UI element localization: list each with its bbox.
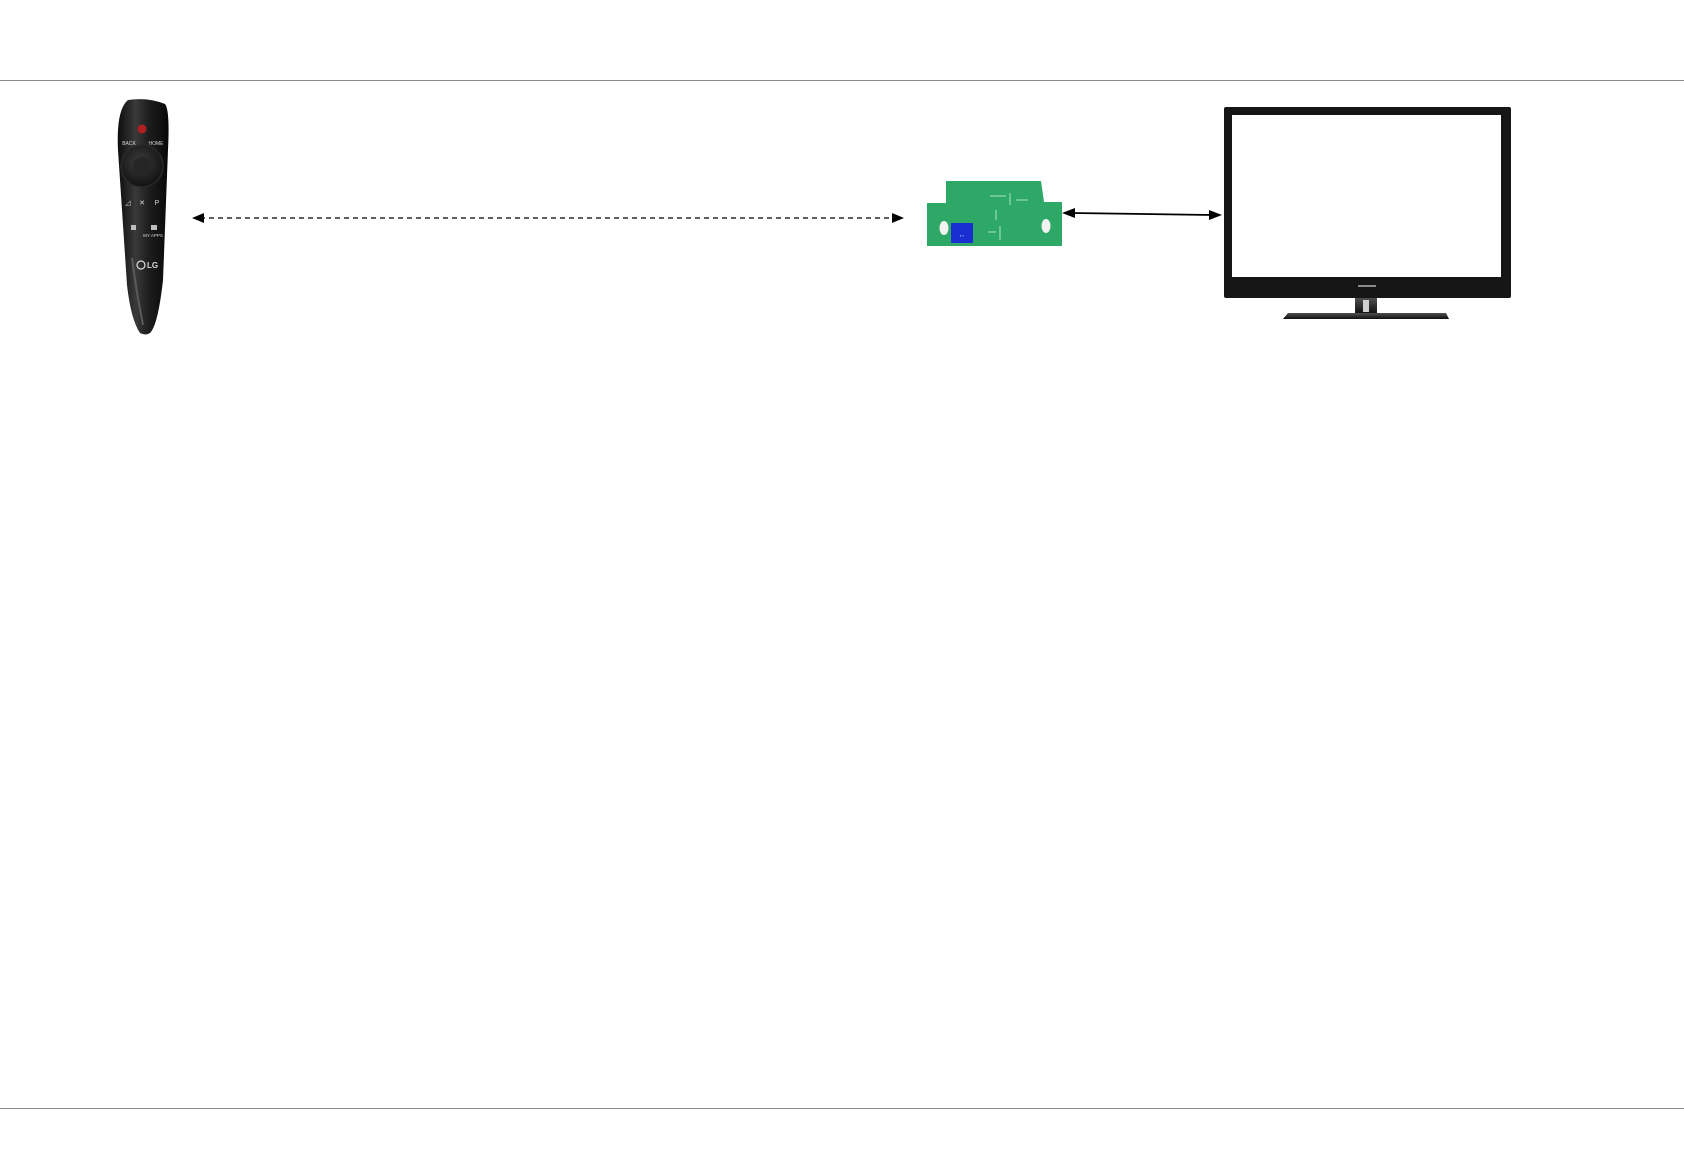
- channel-icon: P: [155, 200, 160, 207]
- arrowhead-right-icon: [892, 213, 904, 223]
- television: [1224, 107, 1511, 319]
- remote-myapps-label: MY APPS: [143, 233, 163, 238]
- volume-icon: ◿: [125, 200, 131, 207]
- receiver-board: ▪ ▪: [927, 181, 1062, 246]
- chip-marking-icon: ▪ ▪: [960, 233, 965, 238]
- remote-body: [118, 99, 169, 334]
- remote-home-label: HOME: [149, 141, 165, 147]
- wired-link-connector: [1062, 208, 1222, 220]
- mount-hole-right-icon: [1042, 219, 1051, 233]
- remote-brand-label: LG: [147, 261, 158, 270]
- solid-link-line: [1072, 213, 1212, 215]
- mute-icon: ✕: [139, 200, 145, 207]
- board-pcb: [927, 181, 1062, 246]
- tv-screen: [1232, 115, 1501, 277]
- tv-stand-neck-highlight: [1363, 300, 1369, 312]
- voice-button-icon: [131, 225, 136, 230]
- wireless-link-connector: [192, 213, 904, 223]
- magic-remote: BACK HOME ◿ ✕ P MY APPS LG: [118, 99, 169, 334]
- tv-logo-icon: [1358, 285, 1376, 287]
- mount-hole-left-icon: [940, 221, 949, 235]
- arrowhead-left-icon: [1062, 208, 1075, 218]
- bottom-divider-line: [0, 1108, 1684, 1109]
- power-button-icon: [138, 125, 147, 134]
- menu-button-icon: [151, 225, 157, 230]
- tv-stand-base: [1283, 313, 1449, 319]
- connection-diagram: BACK HOME ◿ ✕ P MY APPS LG ▪ ▪: [0, 0, 1684, 360]
- wheel-center-icon: [133, 157, 151, 175]
- arrowhead-right-icon: [1209, 210, 1222, 220]
- arrowhead-left-icon: [192, 213, 204, 223]
